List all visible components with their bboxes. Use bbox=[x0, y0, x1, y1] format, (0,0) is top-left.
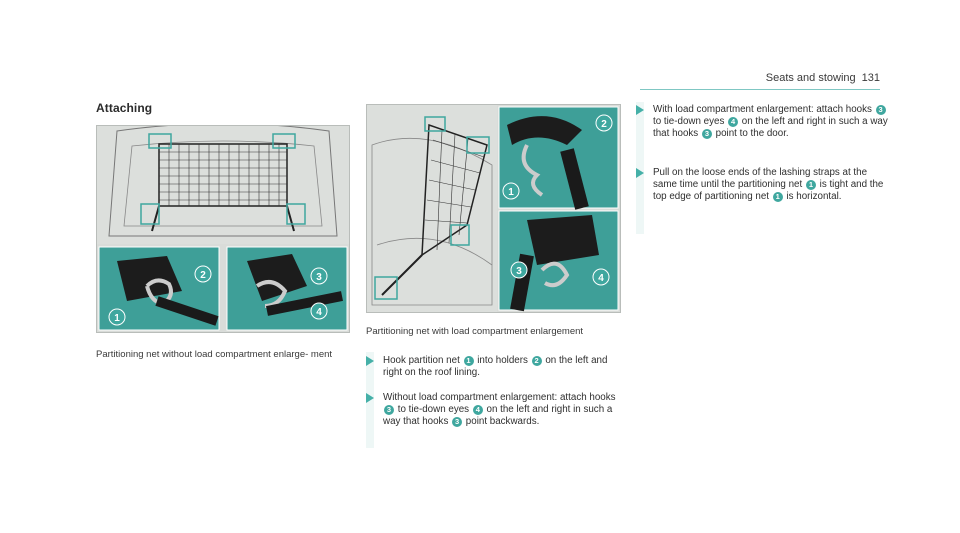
step-1-badge-2: 2 bbox=[531, 356, 542, 366]
step-4-text-a: Pull on the loose ends of the lashing st… bbox=[653, 167, 868, 190]
figure-1-callouts: 2 1 3 4 bbox=[108, 265, 328, 326]
step-3-badge-4: 4 bbox=[728, 117, 739, 127]
step-2-text-b: to tie-down eyes bbox=[395, 404, 472, 415]
callout-4: 4 bbox=[598, 273, 604, 284]
figure-2-callouts: 2 1 3 4 bbox=[502, 114, 613, 286]
callout-4: 4 bbox=[316, 307, 322, 318]
figure-2-caption: Partitioning net with load compartment e… bbox=[366, 326, 584, 337]
step-3-badge-3: 3 bbox=[875, 105, 886, 115]
step-arrow-icon bbox=[636, 168, 644, 178]
page-header: Seats and stowing 131 bbox=[640, 70, 880, 90]
figure-1-caption: Partitioning net without load compartmen… bbox=[96, 349, 333, 360]
callout-1: 1 bbox=[508, 187, 514, 198]
step-2-badge-3b: 3 bbox=[452, 417, 463, 427]
step-4-badge-1b: 1 bbox=[772, 192, 783, 202]
step-2: Without load compartment enlargement: at… bbox=[383, 392, 621, 428]
step-2-text-d: point backwards. bbox=[463, 416, 540, 427]
step-arrow-icon bbox=[366, 393, 374, 403]
step-3-text-b: to tie-down eyes bbox=[653, 116, 728, 127]
step-4-badge-1: 1 bbox=[805, 180, 816, 190]
partition-net bbox=[151, 143, 295, 232]
callout-2: 2 bbox=[200, 270, 206, 281]
header-rule bbox=[640, 89, 880, 90]
figure-without-enlargement: 2 1 3 4 bbox=[96, 125, 350, 333]
step-3-text-c: on the left and right in such a way that… bbox=[653, 116, 888, 139]
step-2-badge-4: 4 bbox=[472, 405, 483, 415]
step-2-badge-3: 3 bbox=[384, 405, 394, 415]
figure-1-illustration: 2 1 3 4 bbox=[97, 126, 349, 331]
step-1-text-a: Hook partition net bbox=[383, 355, 463, 366]
step-4-text-c: is horizontal. bbox=[783, 191, 842, 202]
figure-2-illustration: 2 1 3 4 bbox=[367, 105, 619, 312]
callout-3: 3 bbox=[516, 266, 522, 277]
callout-3: 3 bbox=[316, 272, 322, 283]
figure-with-enlargement: 2 1 3 4 bbox=[366, 104, 621, 313]
callout-1: 1 bbox=[114, 313, 120, 324]
section-heading: Attaching bbox=[96, 101, 153, 115]
step-3-text-d: point to the door. bbox=[712, 128, 789, 139]
step-4-text-b: is tight and the top edge of partitionin… bbox=[653, 179, 884, 202]
step-1-badge-1: 1 bbox=[463, 356, 474, 366]
section-title: Seats and stowing bbox=[765, 72, 856, 84]
step-3: With load compartment enlargement: attac… bbox=[653, 104, 888, 140]
step-4: Pull on the loose ends of the lashing st… bbox=[653, 167, 888, 203]
step-2-text-c: on the left and right in such a way that… bbox=[383, 404, 613, 427]
step-3-text-a: With load compartment enlargement: attac… bbox=[653, 104, 875, 115]
step-1: Hook partition net 1 into holders 2 on t… bbox=[383, 355, 621, 379]
step-2-text-a: Without load compartment enlargement: at… bbox=[383, 392, 616, 403]
header-text: Seats and stowing 131 bbox=[766, 72, 880, 84]
callout-2: 2 bbox=[601, 119, 607, 130]
step-1-text-b: into holders bbox=[474, 355, 531, 366]
step-arrow-icon bbox=[636, 105, 644, 115]
page-number: 131 bbox=[861, 72, 880, 84]
step-arrow-icon bbox=[366, 356, 374, 366]
step-1-text-c: on the left and right on the roof lining… bbox=[383, 355, 608, 378]
step-3-badge-3b: 3 bbox=[701, 129, 712, 139]
